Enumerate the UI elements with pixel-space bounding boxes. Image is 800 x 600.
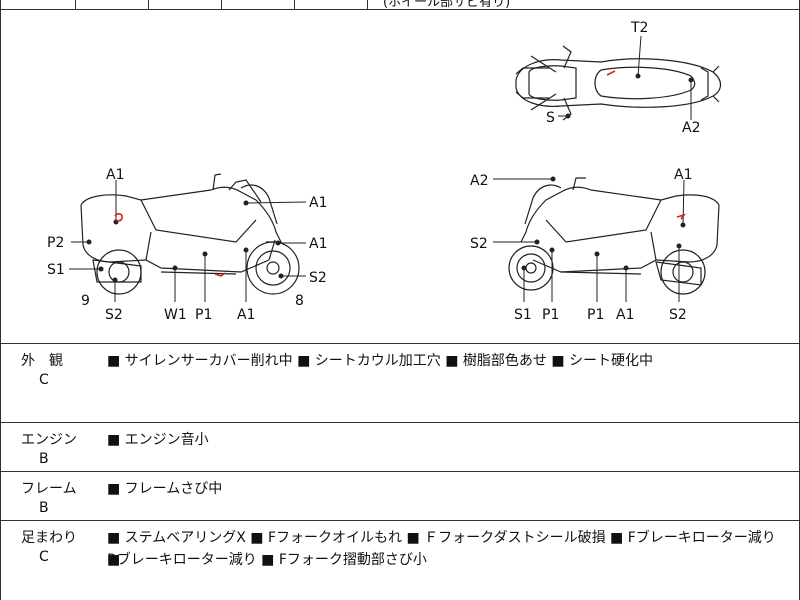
row-category: 足まわり [21, 530, 77, 546]
label-s1: S1 [47, 262, 65, 278]
label-s2: S2 [105, 307, 123, 323]
label-a1: A1 [309, 195, 327, 211]
row-grade: C [39, 549, 49, 565]
leaders [69, 35, 694, 302]
label-p1: P1 [542, 307, 559, 323]
scooter-diagram: T2 S A2 A1 A1 P2 A1 S1 S2 9 8 S2 W1 P1 A… [47, 20, 722, 323]
label-p2: P2 [47, 235, 64, 251]
label-s1: S1 [514, 307, 532, 323]
top-strip: (ホイール部サビ有り) [1, 0, 799, 10]
condition-row-suspension: 足まわり C ■ ステムベアリングX ■ Fフォークオイルもれ ■ Ｆフォークダ… [1, 521, 799, 600]
row-grade: B [39, 451, 49, 467]
row-category: エンジン [21, 432, 77, 448]
row-category: フレーム [21, 481, 77, 497]
label-a1: A1 [674, 167, 692, 183]
top-cell [222, 0, 295, 9]
scooter-right-view [508, 177, 720, 295]
condition-row-frame: フレーム B ■ フレームさび中 [1, 472, 799, 521]
label-a1: A1 [106, 167, 124, 183]
top-cell [295, 0, 368, 9]
label-8: 8 [295, 293, 304, 309]
top-cell [149, 0, 222, 9]
row-description: ■ サイレンサーカバー削れ中 ■ シートカウル加工穴 ■ 樹脂部色あせ ■ シー… [107, 353, 654, 369]
label-p1: P1 [195, 307, 212, 323]
label-p1: P1 [587, 307, 604, 323]
label-s2: S2 [669, 307, 687, 323]
label-a1: A1 [616, 307, 634, 323]
scooter-left-view [80, 173, 300, 295]
row-description: ■ エンジン音小 [107, 432, 209, 448]
label-s2: S2 [470, 236, 488, 252]
label-s: S [546, 110, 555, 126]
condition-row-engine: エンジン B ■ エンジン音小 [1, 423, 799, 472]
top-note: (ホイール部サビ有り) [383, 0, 511, 10]
row-description: ■ フレームさび中 [107, 481, 223, 497]
top-cell [1, 0, 76, 9]
label-9: 9 [81, 293, 90, 309]
condition-row-exterior: 外 観 C ■ サイレンサーカバー削れ中 ■ シートカウル加工穴 ■ 樹脂部色あ… [1, 344, 799, 423]
label-a2: A2 [682, 120, 700, 136]
row-grade: B [39, 500, 49, 516]
label-t2: T2 [630, 20, 648, 36]
damage-marks [114, 70, 687, 277]
row-category: 外 観 [21, 353, 63, 369]
row-grade: C [39, 372, 49, 388]
top-cell [76, 0, 149, 9]
scooter-top-view [515, 45, 722, 121]
damage-diagram: T2 S A2 A1 A1 P2 A1 S1 S2 9 8 S2 W1 P1 A… [1, 10, 799, 344]
row-description: ■ ステムベアリングX ■ Fフォークオイルもれ ■ Ｆフォークダストシール破損… [107, 530, 776, 568]
label-a2: A2 [470, 173, 488, 189]
label-w1: W1 [164, 307, 187, 323]
label-s2: S2 [309, 270, 327, 286]
label-a1: A1 [309, 236, 327, 252]
label-a1: A1 [237, 307, 255, 323]
row-description-line2: Rブレーキローター減り ■ Fフォーク摺動部さび小 [107, 552, 427, 568]
